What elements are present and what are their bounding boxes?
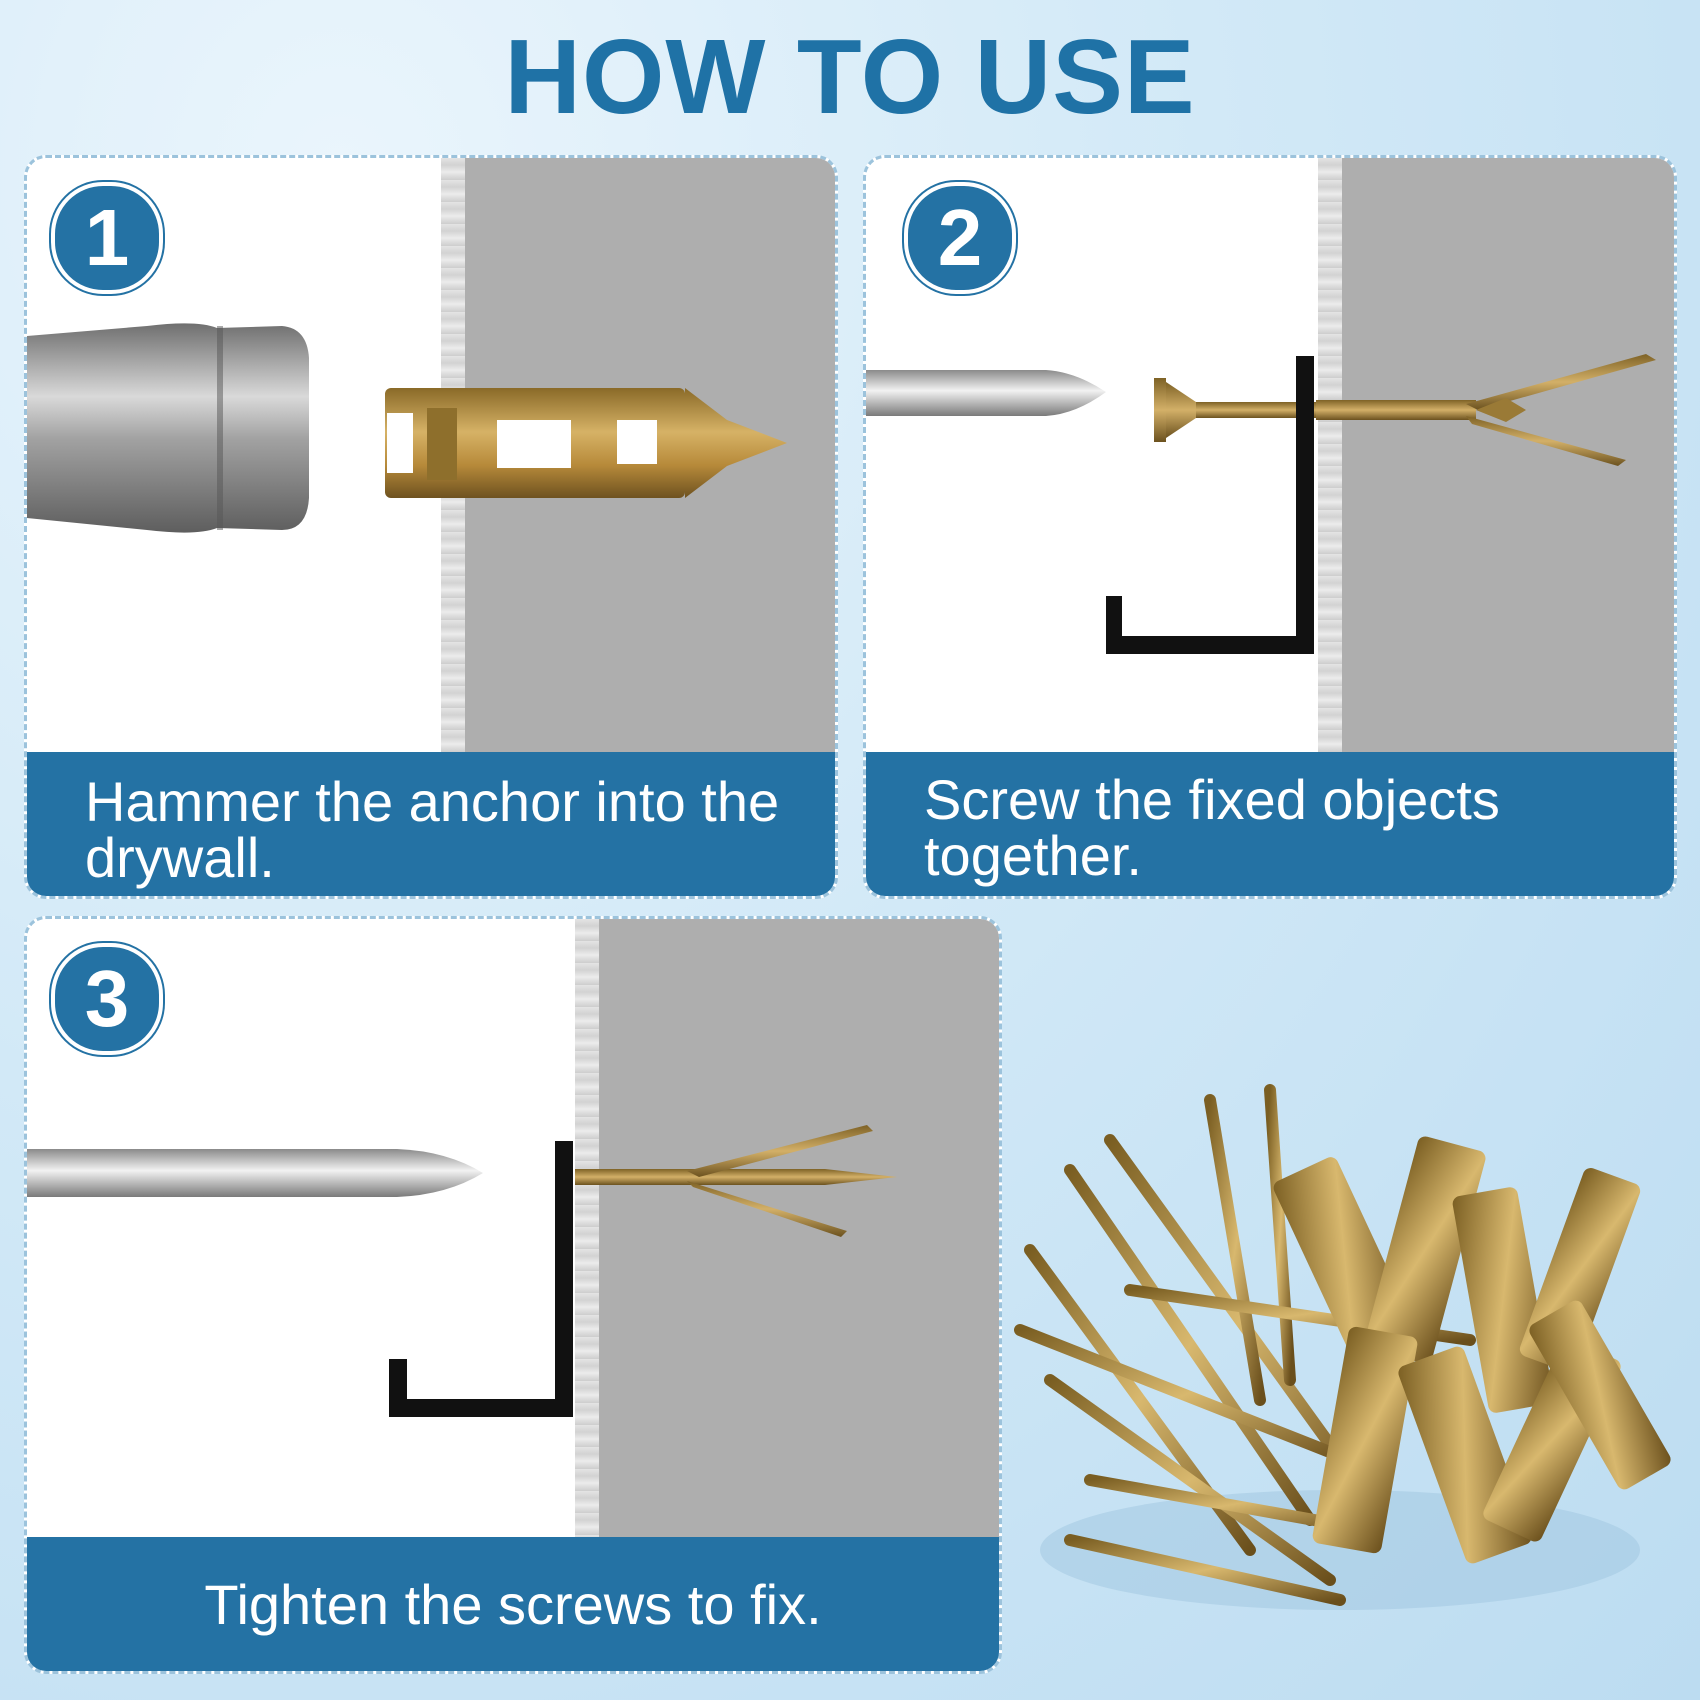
screwdriver-icon	[866, 370, 1106, 416]
bracket-icon	[1106, 356, 1314, 654]
anchor-icon	[1316, 354, 1656, 466]
hammer-icon	[27, 323, 309, 533]
tighten-screw-illustration	[27, 1125, 897, 1417]
drywall-edge	[1318, 158, 1342, 758]
anchor-icon	[687, 1125, 873, 1237]
screws-and-anchors-product-photo	[1014, 1084, 1671, 1610]
drywall	[599, 919, 999, 1543]
step-1-panel: 1 Hammer the anchor into the drywall.	[24, 155, 838, 899]
hammer-and-anchor-illustration	[27, 323, 787, 533]
screw-icon	[575, 1169, 897, 1185]
screw-and-bracket-illustration	[866, 354, 1656, 654]
step-3-panel: 3 Tighten the screws to fix.	[24, 916, 1002, 1674]
screw-icon	[1154, 378, 1316, 442]
step-number-badge: 1	[51, 182, 163, 294]
screwdriver-icon	[27, 1149, 483, 1197]
step-3-caption: Tighten the screws to fix.	[27, 1537, 999, 1671]
step-2-caption: Screw the fixed objects together.	[866, 752, 1674, 896]
step-number-badge: 2	[904, 182, 1016, 294]
anchor-icon	[385, 388, 787, 498]
page-title: HOW TO USE	[504, 18, 1196, 136]
step-number-badge: 3	[51, 943, 163, 1055]
step-1-caption: Hammer the anchor into the drywall.	[27, 752, 835, 896]
step-2-panel: 2 Screw the fixed objects together.	[863, 155, 1677, 899]
drywall-edge	[575, 919, 599, 1543]
